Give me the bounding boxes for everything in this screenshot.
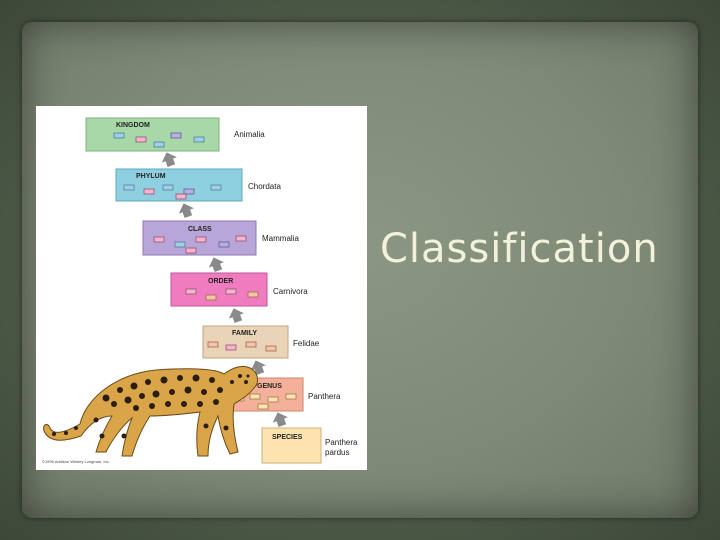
arrow	[178, 203, 194, 218]
leopard-illustration	[43, 365, 258, 457]
arrow	[208, 257, 224, 272]
level-label: FAMILY	[232, 330, 257, 337]
arrow	[272, 412, 288, 427]
level-taxon-line2: pardus	[325, 448, 349, 457]
level-phylum: PHYLUM Chordata	[115, 168, 281, 202]
slide-title: Classification	[380, 226, 659, 272]
level-label: CLASS	[188, 226, 212, 233]
level-species: SPECIES Panthera pardus	[261, 427, 358, 464]
level-label: GENUS	[257, 383, 282, 390]
level-taxon: Felidae	[293, 339, 320, 348]
classification-diagram: KINGDOM Animalia PHYLUM Chordata CLASS M…	[42, 117, 358, 464]
level-taxon-line1: Panthera	[325, 438, 358, 447]
level-taxon: Panthera	[308, 392, 341, 401]
level-family: FAMILY Felidae	[202, 325, 320, 359]
level-arrows	[161, 152, 288, 427]
level-kingdom: KINGDOM Animalia	[85, 117, 265, 152]
level-box	[261, 427, 322, 464]
copyright-text: ©1999 Addison Wesley Longman, Inc.	[42, 459, 110, 464]
arrow	[250, 360, 266, 375]
level-taxon: Animalia	[234, 130, 265, 139]
level-taxon: Carnivora	[273, 287, 308, 296]
level-label: KINGDOM	[116, 122, 150, 129]
level-label: ORDER	[208, 278, 233, 285]
level-taxon: Mammalia	[262, 234, 299, 243]
level-label: PHYLUM	[136, 173, 166, 180]
classification-figure: KINGDOM Animalia PHYLUM Chordata CLASS M…	[36, 106, 367, 470]
arrow	[228, 308, 244, 323]
level-box	[85, 117, 220, 152]
level-label: SPECIES	[272, 434, 303, 441]
arrow	[161, 152, 177, 167]
level-class: CLASS Mammalia	[142, 220, 299, 256]
level-taxon: Chordata	[248, 182, 281, 191]
